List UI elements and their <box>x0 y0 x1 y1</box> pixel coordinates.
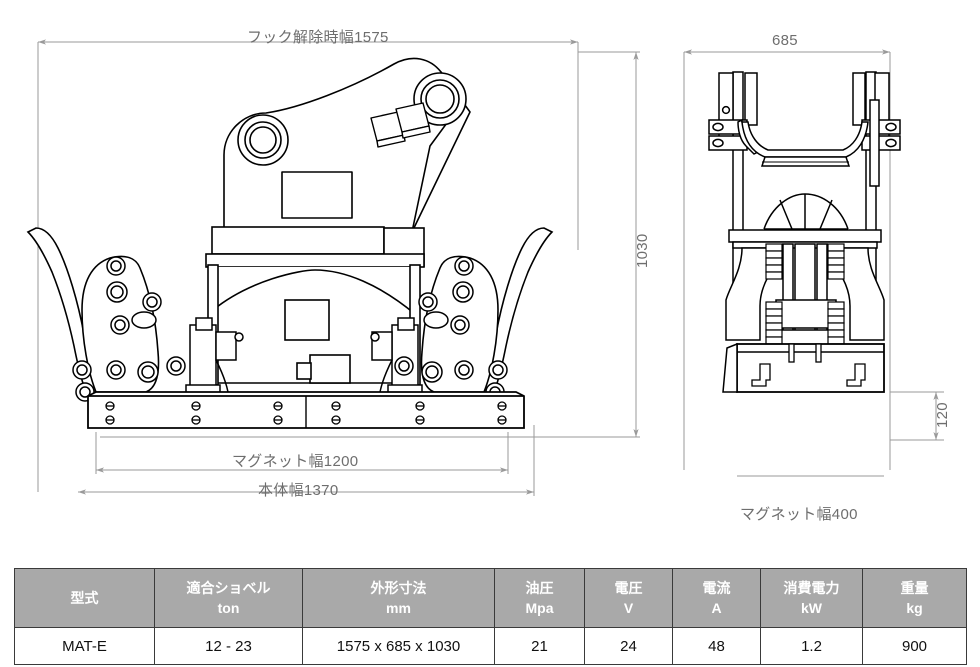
header-unit: ton <box>217 600 240 616</box>
header-unit: kW <box>801 600 822 616</box>
dim-hook-release-width: フック解除時幅1575 <box>247 29 389 46</box>
housing-flange-plate <box>205 253 425 268</box>
column-header-weight: 重量 kg <box>862 568 967 628</box>
column-header-power: 消費電力 kW <box>760 568 863 628</box>
bracket-plates <box>370 102 431 148</box>
side-block-wedge <box>722 342 738 393</box>
column-header-current: 電流 A <box>672 568 761 628</box>
cell-current: 48 <box>672 627 761 665</box>
front-view-legs <box>185 317 423 395</box>
front-view-dimension-lines <box>37 39 640 496</box>
engineering-drawing-svg <box>26 39 944 496</box>
column-header-hydraulic-pressure: 油圧 Mpa <box>494 568 585 628</box>
pin-boss-rear-inner <box>425 84 455 114</box>
header-title: 型式 <box>70 589 99 606</box>
cell-dimensions: 1575 x 685 x 1030 <box>302 627 495 665</box>
table-header-row: 型式 適合ショベル ton 外形寸法 mm 油圧 Mpa 電圧 V <box>14 568 967 628</box>
side-base-plate <box>728 229 882 243</box>
dim-base-height: 120 <box>934 402 951 428</box>
dim-magnet-width: マグネット幅1200 <box>232 453 359 470</box>
front-view-machine <box>223 57 471 233</box>
side-view-dimension-lines <box>683 49 944 477</box>
magnet-base-plate <box>87 391 525 429</box>
base-plate-bolts <box>105 401 507 425</box>
bracket-base-pad <box>281 171 353 219</box>
header-title: 外形寸法 <box>370 579 427 596</box>
dim-overall-height: 1030 <box>634 233 651 268</box>
cell-hydraulic-pressure: 21 <box>494 627 585 665</box>
cell-model: MAT-E <box>14 627 155 665</box>
header-title: 油圧 <box>525 579 554 596</box>
side-view-machine <box>708 71 901 393</box>
cell-voltage: 24 <box>584 627 673 665</box>
header-unit: Mpa <box>525 600 554 616</box>
header-title: 重量 <box>900 579 929 596</box>
drawing-canvas: フック解除時幅1575 マグネット幅1200 本体幅1370 1030 685 … <box>26 29 951 523</box>
hydraulic-column <box>775 243 837 357</box>
pin-boss-front-inner <box>249 126 277 154</box>
leg-right <box>370 317 423 395</box>
rail-left-inner <box>744 72 758 126</box>
hook-bolts-left <box>72 256 186 402</box>
magnet-lower-nub <box>296 362 312 380</box>
magnet-arc <box>212 269 416 315</box>
column-header-model: 型式 <box>14 568 155 628</box>
specification-table: 型式 適合ショベル ton 外形寸法 mm 油圧 Mpa 電圧 V <box>14 568 967 665</box>
housing-top-block <box>211 226 385 255</box>
cell-weight: 900 <box>862 627 967 665</box>
cell-power: 1.2 <box>760 627 863 665</box>
u-channel <box>741 121 869 158</box>
header-title: 電流 <box>702 579 731 596</box>
hook-bracket-left <box>26 227 186 402</box>
bolt-stack-lower-right <box>827 301 845 345</box>
table-row: MAT-E 12 - 23 1575 x 685 x 1030 21 24 48… <box>14 627 967 665</box>
leg-left <box>185 317 244 395</box>
header-unit: kg <box>906 600 923 616</box>
header-title: 消費電力 <box>783 579 840 596</box>
magnet-center-block <box>284 299 330 341</box>
header-unit: mm <box>386 600 411 616</box>
column-header-dimensions: 外形寸法 mm <box>302 568 495 628</box>
column-header-voltage: 電圧 V <box>584 568 673 628</box>
clamp-right-post <box>869 99 880 187</box>
bolt-stack-upper-right <box>827 243 845 280</box>
bolt-stack-upper-left <box>765 243 783 280</box>
magnet-lower-block <box>309 354 351 384</box>
header-unit: A <box>711 600 722 616</box>
dim-magnet-depth: マグネット幅400 <box>740 506 858 523</box>
header-title: 適合ショベル <box>186 579 271 596</box>
block-feet <box>751 343 866 387</box>
header-title: 電圧 <box>614 579 643 596</box>
bolt-stack-lower-left <box>765 301 783 345</box>
rail-right-inner <box>852 72 866 126</box>
rail-left-hole <box>721 105 731 115</box>
dim-body-width: 本体幅1370 <box>258 482 339 499</box>
header-unit: V <box>623 600 634 616</box>
dim-side-depth: 685 <box>772 32 798 49</box>
column-header-shovel-class: 適合ショベル ton <box>154 568 303 628</box>
cell-shovel-class: 12 - 23 <box>154 627 303 665</box>
magnet-dome <box>763 193 849 230</box>
